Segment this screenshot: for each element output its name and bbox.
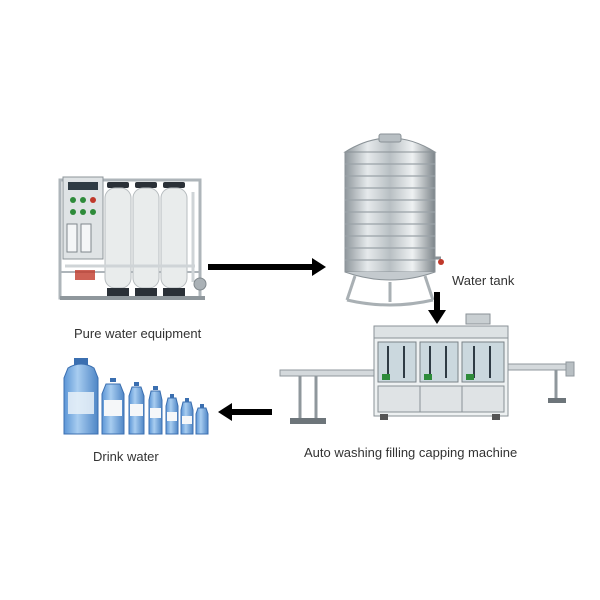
arrow-down-icon bbox=[428, 292, 446, 324]
pure-water-equipment-label: Pure water equipment bbox=[74, 326, 202, 341]
filling-machine-image bbox=[279, 313, 575, 424]
drink-water-label: Drink water bbox=[93, 449, 159, 464]
arrow-right-icon bbox=[208, 258, 326, 276]
arrow-left-icon bbox=[218, 403, 272, 421]
water-tank-image bbox=[343, 133, 444, 307]
pure-water-equipment-image bbox=[58, 176, 207, 300]
filling-machine-label: Auto washing filling capping machine bbox=[304, 445, 518, 460]
drink-water-bottles-image bbox=[63, 358, 209, 435]
water-tank-label: Water tank bbox=[452, 273, 515, 288]
